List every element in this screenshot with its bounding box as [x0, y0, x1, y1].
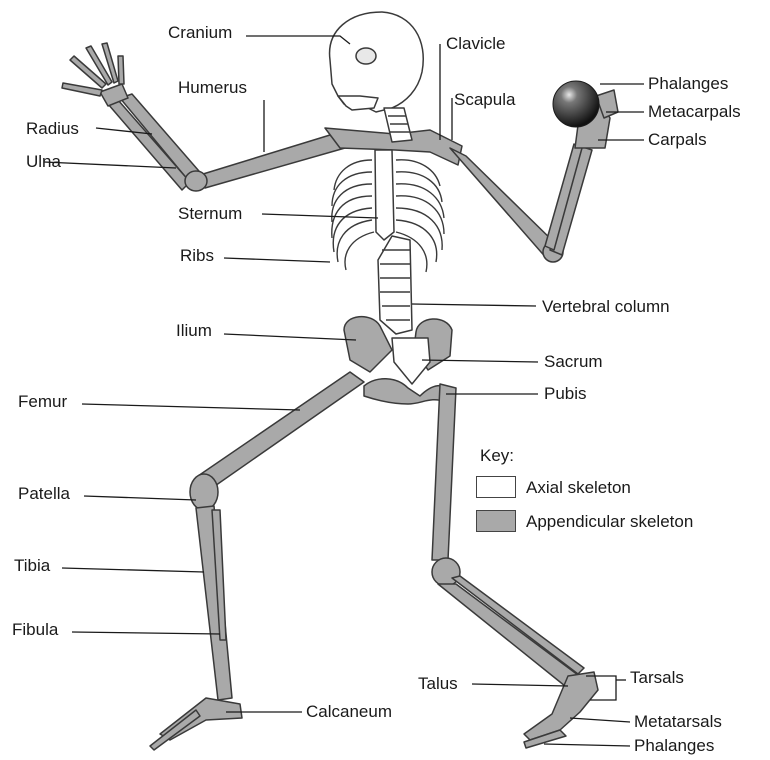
label-ribs: Ribs [180, 246, 214, 266]
label-femur: Femur [18, 392, 67, 412]
label-tibia: Tibia [14, 556, 50, 576]
label-talus: Talus [418, 674, 458, 694]
label-metacarpals: Metacarpals [648, 102, 741, 122]
legend-title: Key: [480, 446, 514, 466]
mandible-bone [338, 96, 378, 110]
label-calcaneum: Calcaneum [306, 702, 392, 722]
label-phalanges-hand: Phalanges [648, 74, 728, 94]
label-sternum: Sternum [178, 204, 242, 224]
legend-swatch-axial [476, 476, 516, 498]
sacrum-bone [392, 338, 430, 384]
label-pubis: Pubis [544, 384, 587, 404]
appendicular-bones [62, 43, 618, 750]
legend-label-appendicular: Appendicular skeleton [526, 512, 693, 532]
label-fibula: Fibula [12, 620, 58, 640]
label-phalanges-foot: Phalanges [634, 736, 714, 756]
right-femur-bone [432, 384, 456, 560]
label-cranium: Cranium [168, 23, 232, 43]
femur-bone [198, 372, 364, 488]
label-carpals: Carpals [648, 130, 707, 150]
patella-bone [190, 474, 218, 510]
label-ulna: Ulna [26, 152, 61, 172]
label-metatarsals: Metatarsals [634, 712, 722, 732]
label-humerus: Humerus [178, 78, 247, 98]
legend-label-axial: Axial skeleton [526, 478, 631, 498]
humerus-bone [190, 135, 345, 188]
label-sacrum: Sacrum [544, 352, 603, 372]
label-scapula: Scapula [454, 90, 515, 110]
label-clavicle: Clavicle [446, 34, 506, 54]
label-ilium: Ilium [176, 321, 212, 341]
ball [553, 81, 599, 127]
label-radius: Radius [26, 119, 79, 139]
sternum-bone [375, 150, 394, 240]
label-vertebral-column: Vertebral column [542, 297, 670, 317]
label-patella: Patella [18, 484, 70, 504]
label-tarsals: Tarsals [630, 668, 684, 688]
right-humerus-bone [450, 148, 560, 260]
legend-swatch-appendicular [476, 510, 516, 532]
